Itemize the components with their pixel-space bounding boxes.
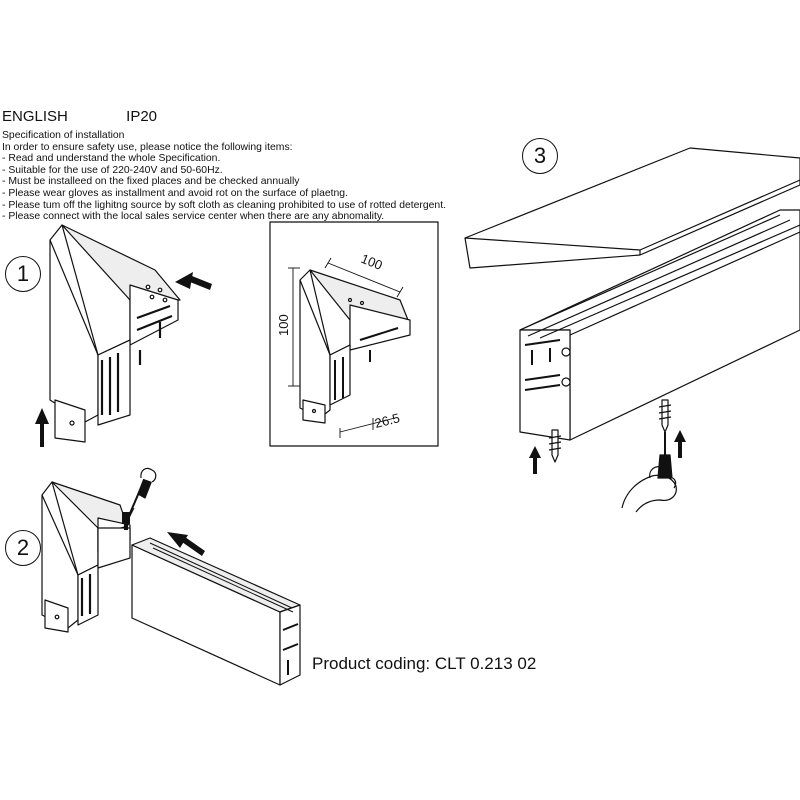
language-label: ENGLISH xyxy=(2,108,68,125)
dimension-detail-frame xyxy=(269,221,439,447)
aluminium-profile-step2 xyxy=(131,537,301,686)
spec-line: - Please tum off the lighitng source by … xyxy=(2,199,446,211)
arrow-up-icon xyxy=(529,446,541,474)
arrow-left-icon xyxy=(167,532,205,556)
ip-rating: IP20 xyxy=(126,108,158,125)
document-header: ENGLISH IP20 xyxy=(2,108,157,125)
spec-line: In order to ensure safety use, please no… xyxy=(2,141,293,153)
screwdriver-icon xyxy=(657,432,673,479)
aluminium-profile-step3 xyxy=(519,209,800,441)
corner-connector-step2 xyxy=(41,481,131,633)
arrow-up-icon xyxy=(35,408,49,447)
screw-icon xyxy=(548,429,562,463)
dimension-height-label: 100 xyxy=(276,314,291,336)
dimension-width-label: 100 xyxy=(359,251,385,273)
spec-line: - Please connect with the local sales se… xyxy=(2,211,385,223)
spec-line: - Read and understand the whole Specific… xyxy=(2,153,221,165)
screwdriver-icon xyxy=(127,467,157,521)
dimension-depth-label: 26.5 xyxy=(373,410,401,431)
step-number-2: 2 xyxy=(5,530,41,566)
hand-icon xyxy=(621,466,677,513)
spec-line: - Suitable for the use of 220-240V and 5… xyxy=(2,164,223,176)
dimension-drawing xyxy=(299,269,411,424)
spec-title: Specification of installation xyxy=(2,130,125,141)
product-coding: Product coding: CLT 0.213 02 xyxy=(312,654,537,673)
spec-line: - Please wear gloves as installment and … xyxy=(2,187,348,199)
arrow-up-icon xyxy=(674,430,686,458)
corner-connector-step1 xyxy=(49,224,181,443)
spec-line: - Must be installeed on the fixed places… xyxy=(2,176,300,188)
arrow-left-icon xyxy=(175,272,212,290)
screw-icon xyxy=(122,512,130,530)
screw-icon xyxy=(658,399,672,433)
cover-plate xyxy=(464,147,800,269)
specification-block: Specification of installation In order t… xyxy=(2,130,446,223)
dimension-lines xyxy=(288,257,404,438)
step-number-3: 3 xyxy=(522,138,558,174)
step-number-1: 1 xyxy=(5,256,41,292)
